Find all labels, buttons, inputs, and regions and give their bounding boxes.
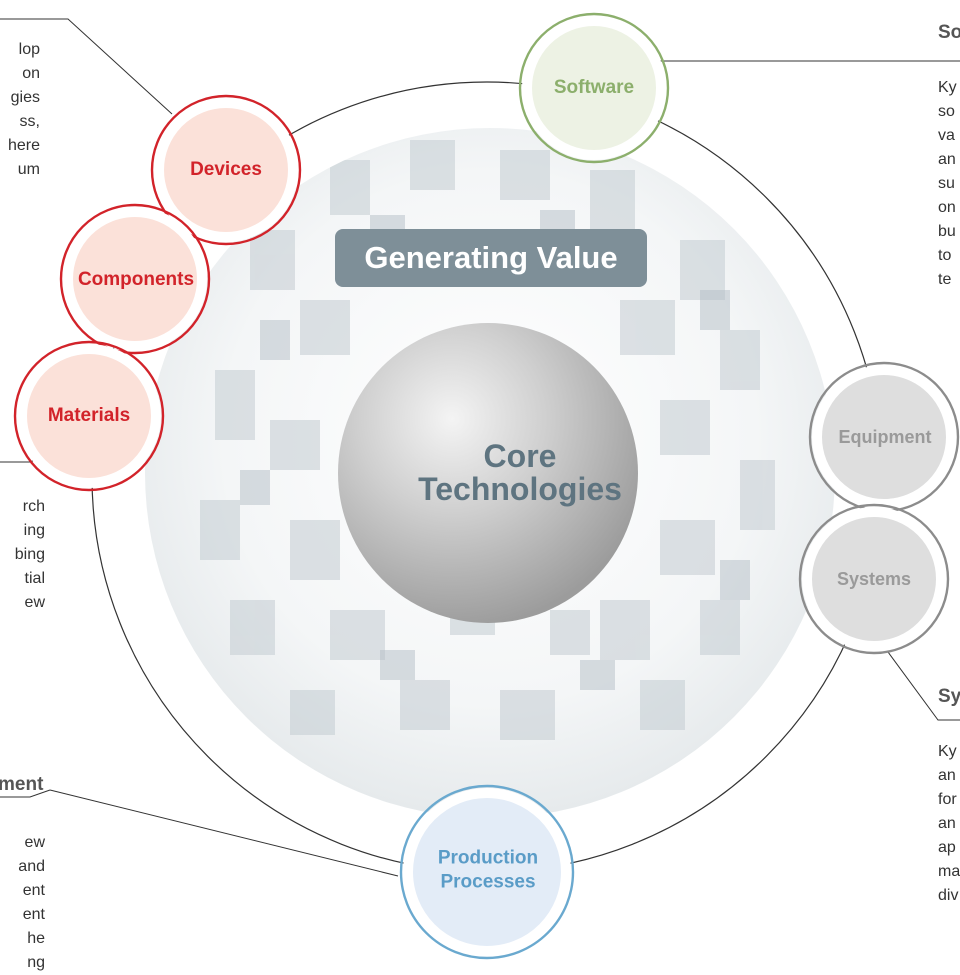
components-label: Components bbox=[77, 269, 195, 291]
devices-label: Devices bbox=[190, 159, 262, 181]
systems-node bbox=[802, 507, 946, 651]
text-line: so bbox=[938, 103, 955, 120]
left-top-paragraph: lop on gies ss, here um bbox=[0, 38, 40, 182]
text-line: su bbox=[938, 175, 955, 192]
left-mid-paragraph: rch ing bing tial ew bbox=[0, 495, 45, 615]
text-line: ap bbox=[938, 839, 956, 856]
left-bottom-paragraph: ew and ent ent he ng bbox=[0, 831, 45, 975]
text-line: bu bbox=[938, 223, 956, 240]
right-top-paragraph: Ky so va an su on bu to te bbox=[938, 76, 957, 292]
production-node bbox=[403, 788, 571, 956]
text-line: gies bbox=[10, 89, 40, 106]
text-line: tial bbox=[24, 570, 45, 587]
text-line: ss, bbox=[19, 113, 40, 130]
left-bottom-heading: ment bbox=[0, 774, 44, 795]
core-line1: Core bbox=[483, 438, 557, 474]
text-line: Ky bbox=[938, 79, 957, 96]
text-line: on bbox=[22, 65, 40, 82]
systems-label: Systems bbox=[836, 568, 912, 589]
text-line: te bbox=[938, 271, 952, 288]
text-line: div bbox=[938, 887, 959, 904]
equipment-node bbox=[812, 365, 956, 509]
equipment-label: Equipment bbox=[838, 426, 932, 447]
text-line: here bbox=[7, 137, 40, 154]
core-line2: Technologies bbox=[418, 471, 622, 507]
text-line: va bbox=[938, 127, 955, 144]
right-bottom-heading: Sy bbox=[938, 686, 960, 707]
text-line: um bbox=[17, 161, 40, 178]
production-line1: Production bbox=[437, 847, 539, 869]
right-bottom-paragraph: Ky an for an ap ma div bbox=[938, 740, 960, 908]
core-technologies-label: Core Technologies bbox=[418, 440, 622, 506]
materials-node bbox=[17, 344, 161, 488]
materials-label: Materials bbox=[47, 405, 131, 427]
text-line: Ky bbox=[938, 743, 957, 760]
text-line: an bbox=[938, 151, 956, 168]
text-line: for bbox=[938, 791, 957, 808]
text-line: and bbox=[18, 858, 45, 875]
production-label: Production Processes bbox=[438, 846, 538, 894]
text-line: ng bbox=[27, 954, 45, 971]
generating-value-banner: Generating Value bbox=[335, 229, 647, 287]
components-node bbox=[63, 207, 207, 351]
red-nodes bbox=[13, 94, 302, 492]
devices-node bbox=[154, 98, 298, 242]
text-line: ew bbox=[24, 834, 45, 851]
right-top-heading: So bbox=[938, 22, 960, 43]
text-line: rch bbox=[22, 498, 45, 515]
text-line: ent bbox=[22, 906, 45, 923]
text-line: he bbox=[27, 930, 45, 947]
text-line: on bbox=[938, 199, 956, 216]
software-label: Software bbox=[553, 77, 635, 99]
text-line: an bbox=[938, 767, 956, 784]
software-node bbox=[522, 16, 666, 160]
text-line: lop bbox=[18, 41, 40, 58]
text-line: to bbox=[938, 247, 952, 264]
core-sphere bbox=[338, 323, 638, 623]
text-line: ew bbox=[24, 594, 45, 611]
text-line: ent bbox=[22, 882, 45, 899]
text-line: bing bbox=[14, 546, 45, 563]
text-line: an bbox=[938, 815, 956, 832]
text-line: ing bbox=[23, 522, 45, 539]
text-line: ma bbox=[938, 863, 960, 880]
production-line2: Processes bbox=[440, 871, 536, 892]
